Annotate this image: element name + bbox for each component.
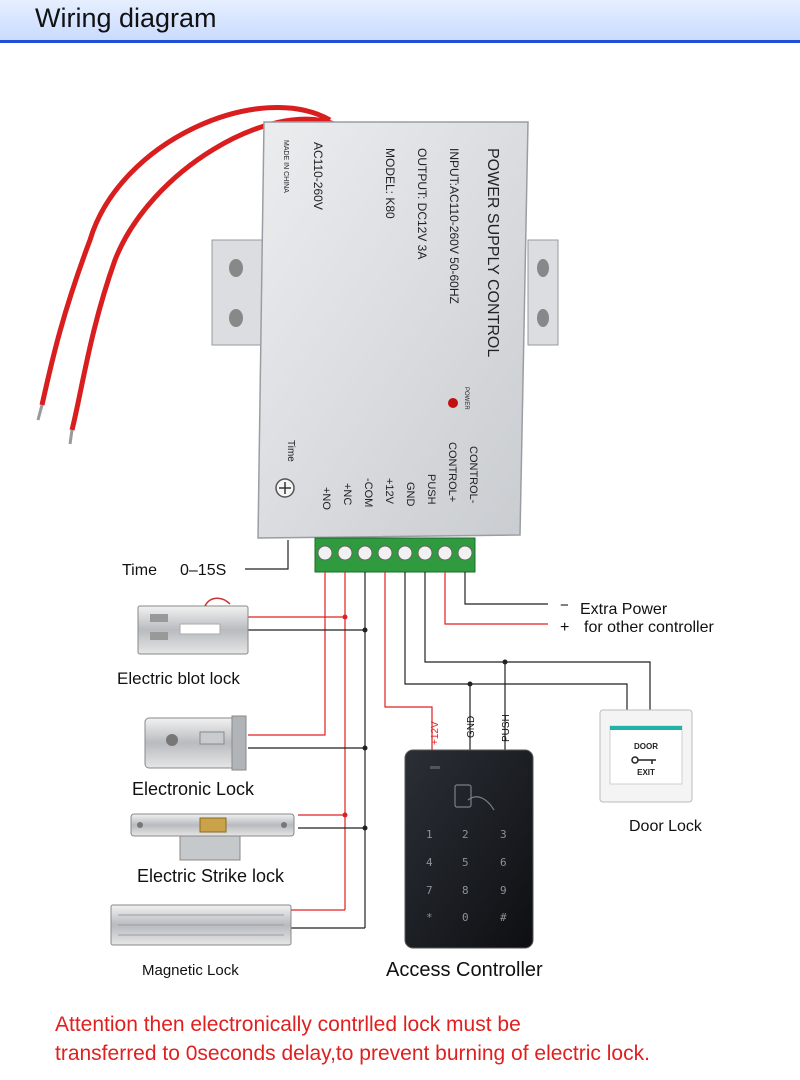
power-led-icon [448, 398, 458, 408]
psu-model: MODEL: K80 [383, 148, 397, 219]
terminal-label: -COM [362, 478, 374, 507]
extra-power-plus: + [560, 619, 569, 636]
keypad-key[interactable]: 1 [426, 828, 433, 841]
access-controller: 1 2 3 4 5 6 7 8 9 * 0 # [404, 749, 534, 949]
terminal-screw-icon [377, 545, 393, 561]
electric-bolt-lock [137, 597, 249, 655]
keypad-key[interactable]: # [500, 911, 507, 924]
wire-gnd-label: GND [466, 716, 477, 738]
time-range: 0–15S [180, 562, 226, 579]
terminal-screw-icon [317, 545, 333, 561]
header-bar: Wiring diagram [0, 0, 800, 43]
time-label: Time [122, 562, 157, 579]
terminal-screw-icon [357, 545, 373, 561]
warning-line: Attention then electronically contrlled … [55, 1013, 521, 1036]
keypad-key[interactable]: 6 [500, 856, 507, 869]
terminal-screw-icon [457, 545, 473, 561]
terminal-label: PUSH [425, 474, 437, 505]
terminal-label: +NO [320, 487, 332, 510]
terminal-screw-icon [437, 545, 453, 561]
wire-push-label: PUSH [501, 714, 512, 742]
terminal-label: +NC [341, 483, 353, 505]
keypad-key[interactable]: 7 [426, 884, 433, 897]
warning-note: Attention then electronically contrlled … [55, 1010, 795, 1068]
lock-label: Electric Strike lock [137, 866, 285, 886]
terminal-label: CONTROL- [467, 446, 479, 504]
lock-label: Electronic Lock [132, 779, 255, 799]
power-supply-unit: POWER SUPPLY CONTROL INPUT:AC110-260V 50… [211, 121, 559, 539]
door-button-text: EXIT [637, 768, 655, 777]
keypad-key[interactable]: * [426, 911, 433, 924]
junction-dots [342, 614, 508, 831]
terminal-block [314, 537, 476, 573]
psu-power-label: POWER [463, 387, 469, 410]
terminal-screw-icon [337, 545, 353, 561]
page-title: Wiring diagram [35, 3, 217, 33]
door-lock-label: Door Lock [629, 818, 703, 835]
keypad-key[interactable]: 8 [462, 884, 469, 897]
terminal-screw-icon [417, 545, 433, 561]
keypad-key[interactable]: 9 [500, 884, 507, 897]
psu-origin: MADE IN CHINA [282, 140, 289, 193]
psu-output: OUTPUT: DC12V 3A [415, 148, 429, 259]
extra-power-minus: − [560, 597, 569, 614]
keypad-key[interactable]: 4 [426, 856, 433, 869]
wire-12v-label: +12V [430, 721, 441, 745]
psu-voltage: AC110-260V [311, 142, 325, 210]
card-reader-icon [454, 784, 495, 811]
extra-power-sublabel: for other controller [584, 619, 715, 636]
terminal-screw-icon [397, 545, 413, 561]
terminal-label: GND [404, 482, 416, 507]
psu-input: INPUT:AC110-260V 50-60HZ [447, 148, 461, 304]
extra-power-label: Extra Power [580, 601, 668, 618]
keypad-key[interactable]: 3 [500, 828, 507, 841]
access-controller-label: Access Controller [386, 959, 543, 981]
electric-strike-lock [130, 813, 295, 861]
lock-label: Magnetic Lock [142, 962, 239, 979]
psu-title: POWER SUPPLY CONTROL [484, 148, 501, 357]
electronic-lock [144, 715, 247, 771]
lock-label: Electric blot lock [117, 669, 240, 688]
magnetic-lock [110, 904, 292, 946]
door-button-text: DOOR [634, 742, 658, 751]
keypad-key[interactable]: 5 [462, 856, 469, 869]
key-icon [631, 756, 656, 764]
keypad-key[interactable]: 2 [462, 828, 469, 841]
terminal-label: +12V [383, 478, 395, 505]
terminal-label: CONTROL+ [446, 442, 458, 502]
keypad-key[interactable]: 0 [462, 911, 469, 924]
psu-time-label: Time [285, 440, 296, 462]
warning-line: transferred to 0seconds delay,to prevent… [55, 1042, 650, 1065]
door-exit-button: DOOR EXIT [599, 709, 693, 803]
